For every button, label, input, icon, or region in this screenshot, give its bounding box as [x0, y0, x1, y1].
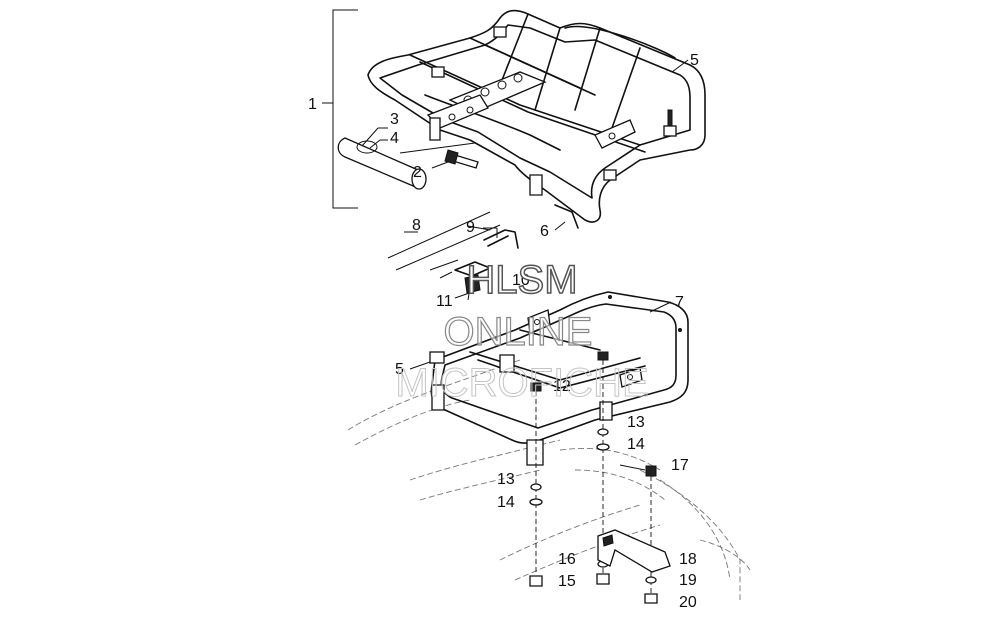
callout-labels: 1 2 3 4 5 6 7 8 9 10 11 5 12 13 14 13 14…: [308, 52, 699, 611]
tube-grip: [337, 127, 476, 190]
callout-5-lower: 5: [395, 361, 404, 378]
leader-lines: [409, 59, 689, 471]
callout-1: 1: [308, 96, 317, 113]
watermark-line-3: MICROFICHE: [395, 361, 648, 405]
callout-4: 4: [390, 130, 399, 147]
callout-2: 2: [413, 164, 422, 181]
callout-13-left: 13: [497, 471, 515, 488]
watermark-line-2: ONLINE: [444, 310, 593, 354]
vehicle-body-outline: [347, 359, 751, 600]
callout-5-upper: 5: [690, 52, 699, 69]
callout-9: 9: [466, 219, 475, 236]
lever-assembly: [387, 211, 519, 299]
callout-10: 10: [512, 272, 530, 289]
callout-14-left: 14: [497, 494, 515, 511]
watermark: HLSM ONLINE MICROFICHE: [395, 257, 649, 405]
hardware-stack-left: [529, 382, 543, 587]
callout-15: 15: [558, 573, 576, 590]
callout-3: 3: [390, 111, 399, 128]
callout-6: 6: [540, 223, 549, 240]
callout-8: 8: [412, 217, 421, 234]
callout-11: 11: [436, 293, 453, 310]
callout-17: 17: [671, 457, 689, 474]
callout-7: 7: [675, 294, 684, 311]
callout-20: 20: [679, 594, 697, 611]
upper-rack: [367, 9, 706, 223]
callout-16: 16: [558, 551, 576, 568]
tie-down-cap: [429, 351, 445, 364]
callout-14-right: 14: [627, 436, 645, 453]
callout-18: 18: [679, 551, 697, 568]
lower-rack-frame: [430, 291, 689, 466]
mounting-bracket: [597, 529, 671, 573]
bolt-part: [431, 149, 479, 169]
callout-13-right: 13: [627, 414, 645, 431]
pin-part: [554, 204, 579, 231]
watermark-line-1: HLSM: [466, 258, 577, 302]
callout-12: 12: [553, 378, 571, 395]
assembly-bracket: [322, 9, 358, 209]
hardware-stack-far-right: [644, 465, 658, 604]
callout-19: 19: [679, 572, 697, 589]
